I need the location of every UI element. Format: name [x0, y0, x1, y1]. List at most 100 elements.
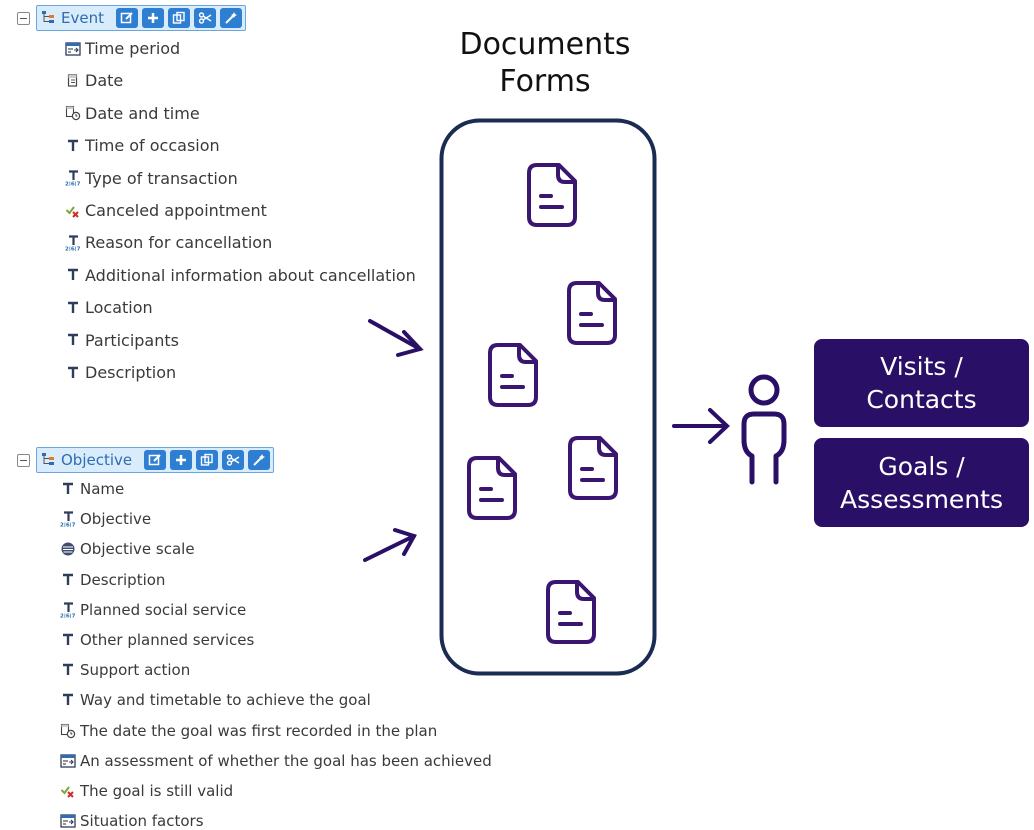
datetime-icon [60, 723, 76, 739]
field-item[interactable]: Canceled appointment [65, 201, 267, 220]
text-icon [65, 138, 81, 154]
field-label: Canceled appointment [85, 201, 267, 220]
text-icon [65, 300, 81, 316]
document-icon [467, 456, 517, 520]
field-label: An assessment of whether the goal has be… [80, 751, 492, 770]
plus-icon [147, 13, 158, 23]
document-icon [568, 436, 618, 500]
magic-button[interactable] [248, 450, 271, 470]
event-node-header: Event [17, 5, 246, 31]
field-item[interactable]: 2|6|7 Objective [60, 510, 151, 528]
field-item[interactable]: Time of occasion [65, 136, 220, 155]
field-item[interactable]: Objective scale [60, 540, 195, 558]
collapse-toggle-objective[interactable] [17, 453, 30, 467]
field-item[interactable]: The goal is still valid [60, 782, 233, 800]
text-icon [60, 692, 76, 708]
field-item[interactable]: Date and time [65, 104, 200, 123]
document-icon [546, 580, 596, 644]
document-icon [488, 343, 538, 407]
field-item[interactable]: Date [65, 71, 123, 90]
edit-icon [148, 454, 161, 466]
edit-button[interactable] [144, 450, 167, 470]
cut-button[interactable] [193, 8, 216, 28]
goals-assessments-box: Goals / Assessments [814, 438, 1029, 527]
edit-button[interactable] [115, 8, 138, 28]
visits-contacts-box: Visits / Contacts [814, 339, 1029, 427]
field-label: Description [85, 363, 177, 382]
collapse-toggle-event[interactable] [17, 11, 30, 25]
svg-text:2|6|7: 2|6|7 [65, 246, 81, 251]
boolean-icon [60, 783, 76, 799]
goals-assessments-line1: Goals / [878, 451, 965, 481]
event-node-label: Event [61, 9, 104, 27]
date-icon [65, 73, 81, 89]
scissors-icon [226, 454, 240, 466]
text-icon [60, 572, 76, 588]
field-label: Location [85, 298, 153, 318]
text-icon [60, 662, 76, 678]
add-button[interactable] [141, 8, 164, 28]
field-label: Participants [85, 330, 179, 350]
field-item[interactable]: Additional information about cancellatio… [65, 266, 416, 285]
field-item[interactable]: Name [60, 480, 124, 498]
scissors-icon [198, 12, 212, 24]
ordinal-scale-icon [60, 541, 76, 557]
field-label: Date and time [85, 103, 200, 123]
add-button[interactable] [170, 450, 193, 470]
coded-text-icon: 2|6|7 [60, 602, 76, 618]
field-label: Objective [80, 510, 152, 529]
document-icon [527, 163, 577, 227]
text-icon [60, 481, 76, 497]
arrow-objective-to-documents [363, 528, 417, 562]
field-label: Objective scale [80, 540, 195, 559]
text-icon [65, 267, 81, 283]
field-item[interactable]: Participants [65, 331, 179, 350]
plus-icon [176, 455, 187, 465]
copy-button[interactable] [196, 450, 219, 470]
tree-structure-icon [41, 9, 56, 28]
field-item[interactable]: Way and timetable to achieve the goal [60, 691, 371, 709]
objective-node-chip[interactable]: Objective [36, 447, 275, 473]
document-icon [567, 281, 617, 345]
field-item[interactable]: Description [60, 571, 165, 589]
magic-wand-icon [225, 12, 237, 24]
objective-node-label: Objective [61, 451, 133, 469]
field-label: Description [80, 570, 166, 589]
cut-button[interactable] [222, 450, 245, 470]
coded-text-icon: 2|6|7 [60, 511, 76, 527]
field-item[interactable]: An assessment of whether the goal has be… [60, 752, 492, 770]
field-item[interactable]: The date the goal was first recorded in … [60, 722, 437, 740]
field-label: The date the goal was first recorded in … [80, 721, 438, 740]
documents-container [439, 118, 657, 676]
field-label: Way and timetable to achieve the goal [80, 691, 371, 710]
field-item[interactable]: Support action [60, 661, 190, 679]
field-label: Planned social service [80, 600, 247, 619]
field-item[interactable]: 2|6|7 Planned social service [60, 601, 246, 619]
boolean-icon [65, 203, 81, 219]
field-item[interactable]: Location [65, 298, 153, 317]
field-item[interactable]: Other planned services [60, 631, 254, 649]
copy-button[interactable] [167, 8, 190, 28]
datetime-icon [65, 105, 81, 121]
goals-assessments-line2: Assessments [840, 484, 1003, 514]
magic-wand-icon [253, 454, 266, 466]
text-icon [65, 365, 81, 381]
svg-text:2|6|7: 2|6|7 [60, 613, 76, 618]
field-label: Other planned services [80, 631, 255, 649]
field-item[interactable]: Description [65, 363, 176, 382]
field-item[interactable]: Situation factors [60, 812, 204, 830]
magic-button[interactable] [219, 8, 242, 28]
edit-icon [120, 12, 133, 24]
field-label: Name [80, 480, 125, 498]
field-label: Additional information about cancellatio… [85, 265, 416, 285]
copy-icon [172, 11, 185, 24]
field-item[interactable]: Time period [65, 39, 180, 58]
forms-title: Forms [499, 64, 591, 99]
event-node-chip[interactable]: Event [36, 5, 246, 31]
tree-structure-icon [41, 451, 56, 470]
svg-text:2|6|7: 2|6|7 [60, 523, 76, 528]
coded-text-icon: 2|6|7 [65, 170, 81, 186]
text-icon [65, 332, 81, 348]
